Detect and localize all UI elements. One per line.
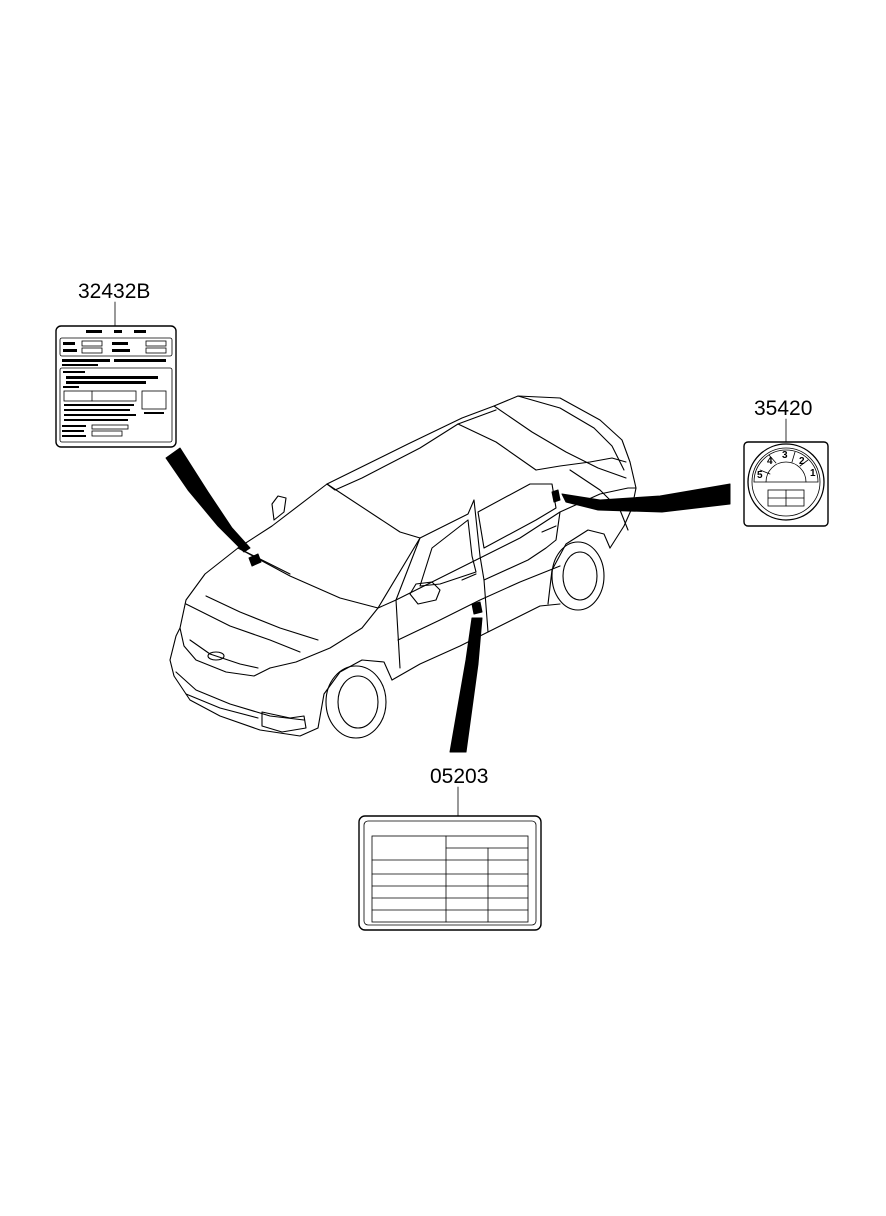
fuel-gauge-number-3: 3 — [782, 450, 788, 461]
leader-door-pillar — [449, 617, 483, 753]
label-05203: 05203 — [358, 765, 542, 931]
leader-fuel-door — [561, 483, 731, 513]
car-illustration — [169, 395, 637, 739]
fuel-gauge-number-2: 2 — [799, 456, 805, 467]
label-32432B: 32432B — [55, 280, 177, 448]
fuel-gauge-number-5: 5 — [757, 470, 763, 481]
part-number-05203: 05203 — [430, 765, 488, 788]
leader-hood — [165, 447, 251, 553]
label-35420: 5 4 3 2 1 35420 — [743, 397, 829, 527]
fuel-gauge-number-1: 1 — [810, 468, 816, 479]
fuel-gauge-number-4: 4 — [767, 456, 773, 467]
part-number-35420: 35420 — [754, 397, 812, 420]
part-number-32432B: 32432B — [78, 280, 150, 303]
